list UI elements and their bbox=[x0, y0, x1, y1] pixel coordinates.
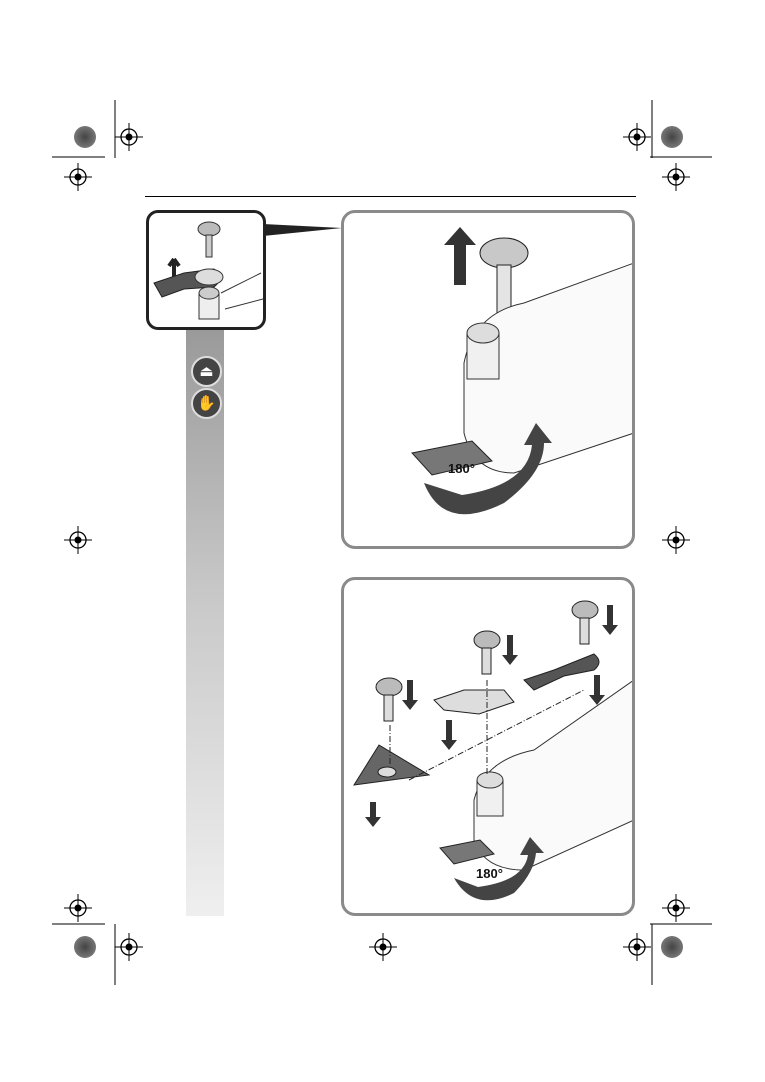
wear-gloves-icon: ✋ bbox=[191, 388, 222, 419]
down-arrow-icon bbox=[365, 605, 618, 827]
insert-tool-illustration bbox=[353, 600, 632, 901]
overview-inset bbox=[146, 210, 266, 330]
rotation-label: 180° bbox=[476, 866, 503, 881]
color-wheel-icon bbox=[74, 126, 683, 958]
inset-illustration bbox=[153, 221, 263, 320]
figure-remove-tool: 180° bbox=[341, 210, 635, 549]
remove-tool-illustration bbox=[411, 227, 632, 515]
figure-insert-tool: 180° bbox=[341, 577, 635, 916]
header-rule bbox=[145, 196, 636, 197]
info-sidebar: ⏏ ✋ bbox=[186, 330, 224, 916]
registration-mark-icon bbox=[52, 100, 712, 985]
remove-battery-icon: ⏏ bbox=[191, 356, 222, 387]
rotation-label: 180° bbox=[448, 461, 475, 476]
